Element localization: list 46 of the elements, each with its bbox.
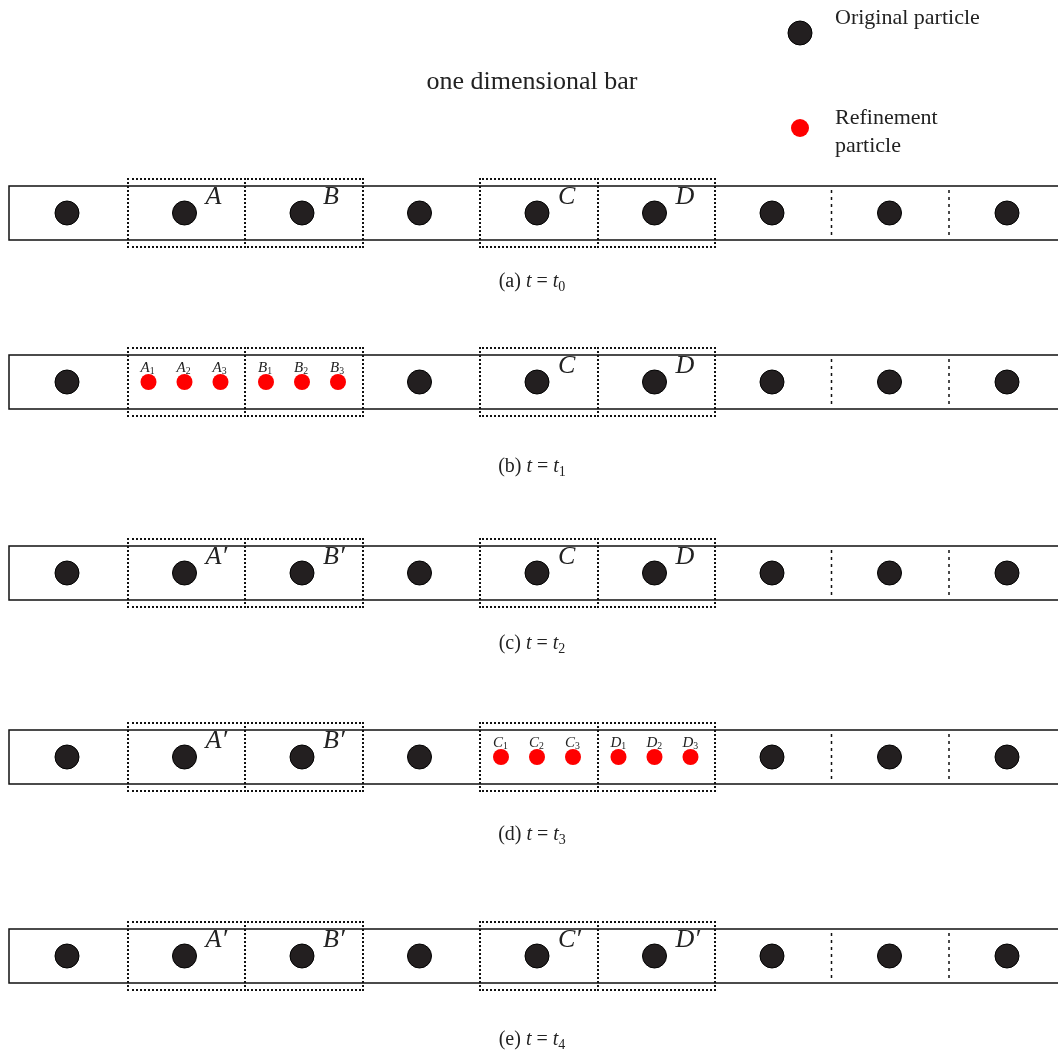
particle-label: D$_{3}$: [682, 735, 699, 752]
particle-label: C: [558, 183, 576, 209]
particle-label: B′: [323, 926, 345, 952]
particle-label: C: [558, 543, 576, 569]
particle-label: C$_{1}$: [493, 735, 508, 752]
legend-label: Original particle: [835, 3, 981, 31]
particle-label: C$_{2}$: [529, 735, 544, 752]
particle-label: D: [675, 183, 695, 209]
subfigure-caption: (b) t = t$_{1}$: [498, 455, 566, 479]
dotted-cell-box: [244, 178, 364, 248]
subfigure-caption: (a) t = t$_{0}$: [498, 270, 566, 294]
particle-label: D: [675, 352, 695, 378]
particle-label: A′: [205, 926, 228, 952]
subfigure-caption: (e) t = t$_{4}$: [498, 1028, 566, 1052]
dotted-cell-box: [479, 347, 599, 417]
particle-label: A$_{1}$: [140, 360, 155, 377]
dotted-cell-box: [244, 722, 364, 792]
dotted-cell-box: [244, 921, 364, 991]
particle-label: C: [558, 352, 576, 378]
particle-label: D$_{2}$: [646, 735, 663, 752]
subfigure-caption: (d) t = t$_{3}$: [498, 823, 566, 847]
particle-label: D′: [675, 926, 700, 952]
particle-label: B′: [323, 727, 345, 753]
particle-label: A: [205, 183, 222, 209]
dotted-cell-box: [479, 921, 599, 991]
dotted-cell-box: [244, 347, 364, 417]
particle-label: B′: [323, 543, 345, 569]
subfigure-caption: (c) t = t$_{2}$: [498, 632, 566, 656]
particle-label: B$_{1}$: [258, 360, 273, 377]
particle-label: A$_{3}$: [212, 360, 227, 377]
particle-label: C$_{3}$: [565, 735, 580, 752]
dotted-cell-box: [479, 538, 599, 608]
diagram-title: one dimensional bar: [426, 68, 638, 94]
particle-label: C′: [558, 926, 582, 952]
dotted-cell-box: [479, 178, 599, 248]
legend-label: Refinement particle: [835, 103, 939, 159]
dotted-cell-box: [479, 722, 599, 792]
particle-label: A′: [205, 727, 228, 753]
particle-label: D: [675, 543, 695, 569]
particle-label: B$_{2}$: [294, 360, 309, 377]
particle-label: D$_{1}$: [610, 735, 627, 752]
particle-label: B: [323, 183, 339, 209]
particle-label: A′: [205, 543, 228, 569]
particle-label: B$_{3}$: [330, 360, 345, 377]
dotted-cell-box: [244, 538, 364, 608]
particle-label: A$_{2}$: [176, 360, 191, 377]
